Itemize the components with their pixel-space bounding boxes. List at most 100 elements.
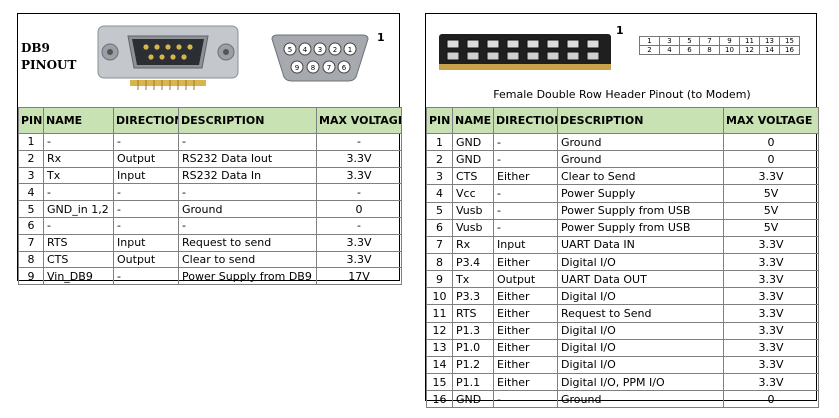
header-cell-direction: Either bbox=[493, 372, 558, 392]
double-row-header-photo bbox=[439, 34, 611, 70]
header-cell-max-voltage: 3.3V bbox=[723, 304, 819, 323]
header-cell-max-voltage: 0 bbox=[723, 132, 819, 152]
db9-face-pin-number: 6 bbox=[342, 64, 347, 72]
db9-cell-direction: Input bbox=[113, 233, 179, 252]
header-cell-max-voltage: 0 bbox=[723, 150, 819, 169]
pin-grid-cell: 2 bbox=[639, 45, 660, 55]
header-cell-description: Digital I/O bbox=[557, 252, 724, 272]
db9-face-pin bbox=[290, 60, 304, 74]
header-cell-pin: 10 bbox=[426, 287, 453, 306]
db9-cell-pin: 3 bbox=[18, 166, 44, 185]
db9-cell-direction: - bbox=[113, 133, 179, 151]
header-cell-pin: 2 bbox=[426, 150, 453, 169]
pin-grid-cell: 14 bbox=[759, 45, 780, 55]
db9-face-pin-number: 5 bbox=[288, 46, 292, 54]
header-cell-name: GND bbox=[452, 150, 494, 169]
db9-col-pin: PIN bbox=[18, 107, 44, 134]
header-socket bbox=[566, 51, 580, 61]
header-cell-description: Clear to Send bbox=[557, 167, 724, 186]
header-socket bbox=[506, 39, 520, 49]
db9-cell-description: Clear to send bbox=[178, 250, 317, 269]
header-cell-description: Digital I/O bbox=[557, 338, 724, 357]
db9-face-pin bbox=[322, 60, 336, 74]
header-pin-one-marker: 1 bbox=[616, 24, 624, 37]
header-socket bbox=[586, 39, 600, 49]
header-cell-name: P1.2 bbox=[452, 355, 494, 374]
header-cell-description: Ground bbox=[557, 150, 724, 169]
db9-cell-max-voltage: 3.3V bbox=[316, 233, 402, 252]
db9-cell-max-voltage: - bbox=[316, 183, 402, 202]
header-cell-pin: 11 bbox=[426, 304, 453, 323]
header-cell-description: Digital I/O bbox=[557, 287, 724, 306]
db9-cell-direction: - bbox=[113, 267, 179, 286]
header-socket bbox=[486, 51, 500, 61]
header-cell-max-voltage: 5V bbox=[723, 184, 819, 203]
db9-cell-pin: 4 bbox=[18, 183, 44, 202]
header-cell-direction: Either bbox=[493, 252, 558, 272]
header-cell-description: Digital I/O bbox=[557, 355, 724, 374]
header-socket bbox=[586, 51, 600, 61]
header-socket bbox=[506, 51, 520, 61]
header-cell-name: GND bbox=[452, 390, 494, 409]
db9-cell-direction: Output bbox=[113, 149, 179, 168]
header-cell-direction: Either bbox=[493, 338, 558, 357]
db9-cell-name: Rx bbox=[43, 149, 114, 168]
header-socket bbox=[446, 39, 460, 49]
header-socket bbox=[466, 39, 480, 49]
pin-grid-cell: 5 bbox=[679, 36, 700, 46]
db9-pin-one-marker: 1 bbox=[377, 31, 385, 44]
table-row: 6---- bbox=[18, 216, 402, 235]
header-cell-pin: 15 bbox=[426, 372, 453, 392]
header-cell-name: P3.4 bbox=[452, 252, 494, 272]
header-cell-name: P1.1 bbox=[452, 372, 494, 392]
pin-grid-cell: 3 bbox=[659, 36, 680, 46]
db9-cell-name: - bbox=[43, 216, 114, 235]
header-col-name: NAME bbox=[452, 107, 494, 134]
db9-cell-pin: 9 bbox=[18, 267, 44, 286]
header-cell-name: P1.0 bbox=[452, 338, 494, 357]
header-cell-max-voltage: 0 bbox=[723, 390, 819, 409]
header-cell-direction: - bbox=[493, 218, 558, 237]
header-cell-pin: 3 bbox=[426, 167, 453, 186]
table-row: 4---- bbox=[18, 183, 402, 202]
header-cell-direction: Either bbox=[493, 167, 558, 186]
header-cell-direction: - bbox=[493, 150, 558, 169]
db9-col-direction: DIRECTION bbox=[113, 107, 179, 134]
header-socket bbox=[546, 51, 560, 61]
db9-cell-name: - bbox=[43, 133, 114, 151]
pin-grid-cell: 7 bbox=[699, 36, 720, 46]
header-cell-description: Power Supply from USB bbox=[557, 218, 724, 237]
db9-cell-pin: 6 bbox=[18, 216, 44, 235]
db9-face-pin-number: 4 bbox=[303, 46, 308, 54]
header-cell-max-voltage: 3.3V bbox=[723, 167, 819, 186]
db9-cell-description: Request to send bbox=[178, 233, 317, 252]
header-col-max-voltage: MAX VOLTAGE bbox=[723, 107, 819, 134]
db9-connector-photo bbox=[97, 25, 239, 90]
pin-grid-cell: 13 bbox=[759, 36, 780, 46]
db9-cell-direction: Input bbox=[113, 166, 179, 185]
header-cell-name: P1.3 bbox=[452, 321, 494, 340]
header-cell-pin: 7 bbox=[426, 235, 453, 254]
header-cell-pin: 14 bbox=[426, 355, 453, 374]
db9-face-pin bbox=[313, 42, 327, 56]
db9-cell-name: Vin_DB9 bbox=[43, 267, 114, 286]
header-cell-pin: 6 bbox=[426, 218, 453, 237]
header-cell-direction: Either bbox=[493, 321, 558, 340]
db9-face-pin-number: 1 bbox=[348, 46, 352, 54]
db9-cell-description: Power Supply from DB9 bbox=[178, 267, 317, 286]
